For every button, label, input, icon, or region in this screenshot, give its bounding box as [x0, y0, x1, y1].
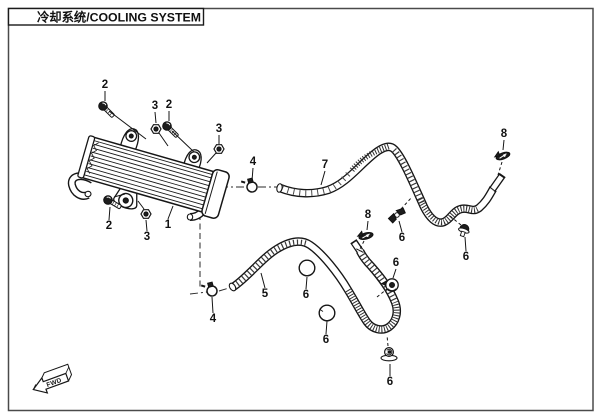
hose-clamp-icon [240, 177, 258, 193]
retainer-clip-icon [493, 150, 511, 161]
callout-label: 5 [262, 288, 269, 300]
title-box [7, 7, 205, 26]
callout-label: 2 [102, 79, 108, 91]
lower-hose-5 [228, 237, 401, 334]
callout-label: 6 [393, 257, 399, 269]
hose-clamp-icon [200, 281, 218, 297]
callout-label: 3 [144, 231, 150, 243]
callout-label: 6 [303, 289, 309, 301]
callout-label: 8 [501, 128, 508, 140]
push-pin-icon [458, 224, 470, 238]
grommet-icon [380, 278, 399, 292]
bolt-icon [98, 101, 115, 118]
bolt-icon [103, 195, 122, 210]
callout-label: 6 [463, 251, 469, 263]
callout-assembly-dashes [359, 161, 503, 347]
callout-label: 3 [152, 100, 158, 112]
callout-label: 3 [216, 123, 222, 135]
callout-label: 2 [106, 220, 112, 232]
callout-label: 7 [322, 159, 328, 171]
callout-label: 4 [210, 313, 217, 325]
upper-hose-7 [276, 142, 506, 227]
callout-label: 8 [365, 209, 372, 221]
fwd-label: FWD [46, 377, 63, 389]
nut-icon [140, 209, 152, 219]
radiator-illustration [77, 128, 230, 219]
page-border [7, 7, 594, 412]
callout-label: 6 [387, 376, 393, 388]
callout-label: 6 [323, 334, 329, 346]
round-cap-icon [298, 259, 316, 277]
nut-icon [213, 144, 225, 154]
nut-icon [150, 124, 162, 134]
callout-label: 1 [165, 219, 172, 231]
flange-screw-icon [380, 346, 398, 362]
wing-bolt-icon [387, 207, 406, 224]
fwd-direction-arrow: FWD [32, 363, 73, 394]
callout-label: 2 [166, 99, 172, 111]
callout-leader-lines [104, 91, 505, 376]
page-title: 冷却系统/COOLING SYSTEM [37, 10, 201, 25]
callout-label: 6 [399, 232, 405, 244]
callout-label: 4 [250, 156, 257, 168]
round-cap-icon [318, 304, 336, 322]
retainer-clip-icon [356, 230, 374, 241]
